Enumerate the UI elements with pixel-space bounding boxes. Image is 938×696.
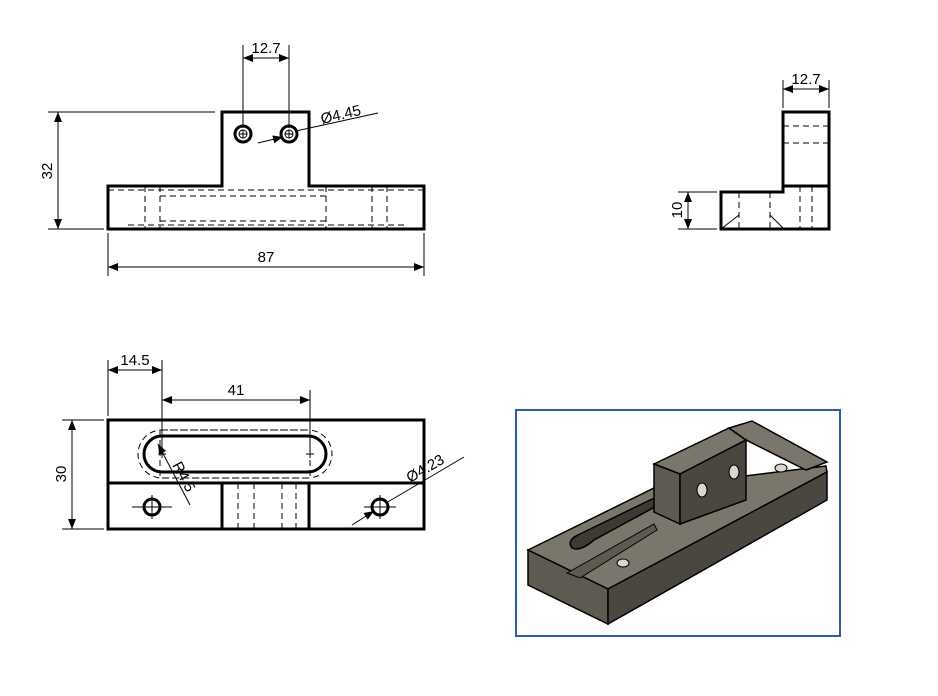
side-dim-width: 12.7 xyxy=(791,71,820,88)
side-view: 12.7 10 xyxy=(669,71,831,231)
front-view-outline xyxy=(106,110,426,231)
top-dim-slot-offset: 14.5 xyxy=(120,352,149,369)
side-view-outline xyxy=(719,110,831,231)
front-hole-left xyxy=(233,124,253,144)
top-hole-right xyxy=(364,495,396,519)
side-dim-base-height: 10 xyxy=(669,202,686,219)
slot-outline xyxy=(142,434,328,474)
front-dim-height: 32 xyxy=(39,163,56,180)
front-dim-hole-diameter: Ø4.45 xyxy=(319,102,363,128)
top-view: 14.5 41 30 R4.5 Ø4.23 xyxy=(53,352,465,531)
top-dim-slot-length: 41 xyxy=(228,382,245,399)
front-hole-right xyxy=(279,124,299,144)
isometric-view xyxy=(515,409,841,637)
top-dim-width: 30 xyxy=(53,466,70,483)
top-dim-slot-radius: R4.5 xyxy=(168,459,198,495)
top-hole-left xyxy=(132,495,172,519)
top-view-outline xyxy=(106,418,426,531)
front-view: 12.7 Ø4.45 32 87 xyxy=(39,40,426,276)
iso-base-side xyxy=(607,470,828,626)
iso-block-side xyxy=(679,438,747,526)
front-dim-length: 87 xyxy=(258,249,275,266)
front-dim-top-width: 12.7 xyxy=(251,40,280,57)
